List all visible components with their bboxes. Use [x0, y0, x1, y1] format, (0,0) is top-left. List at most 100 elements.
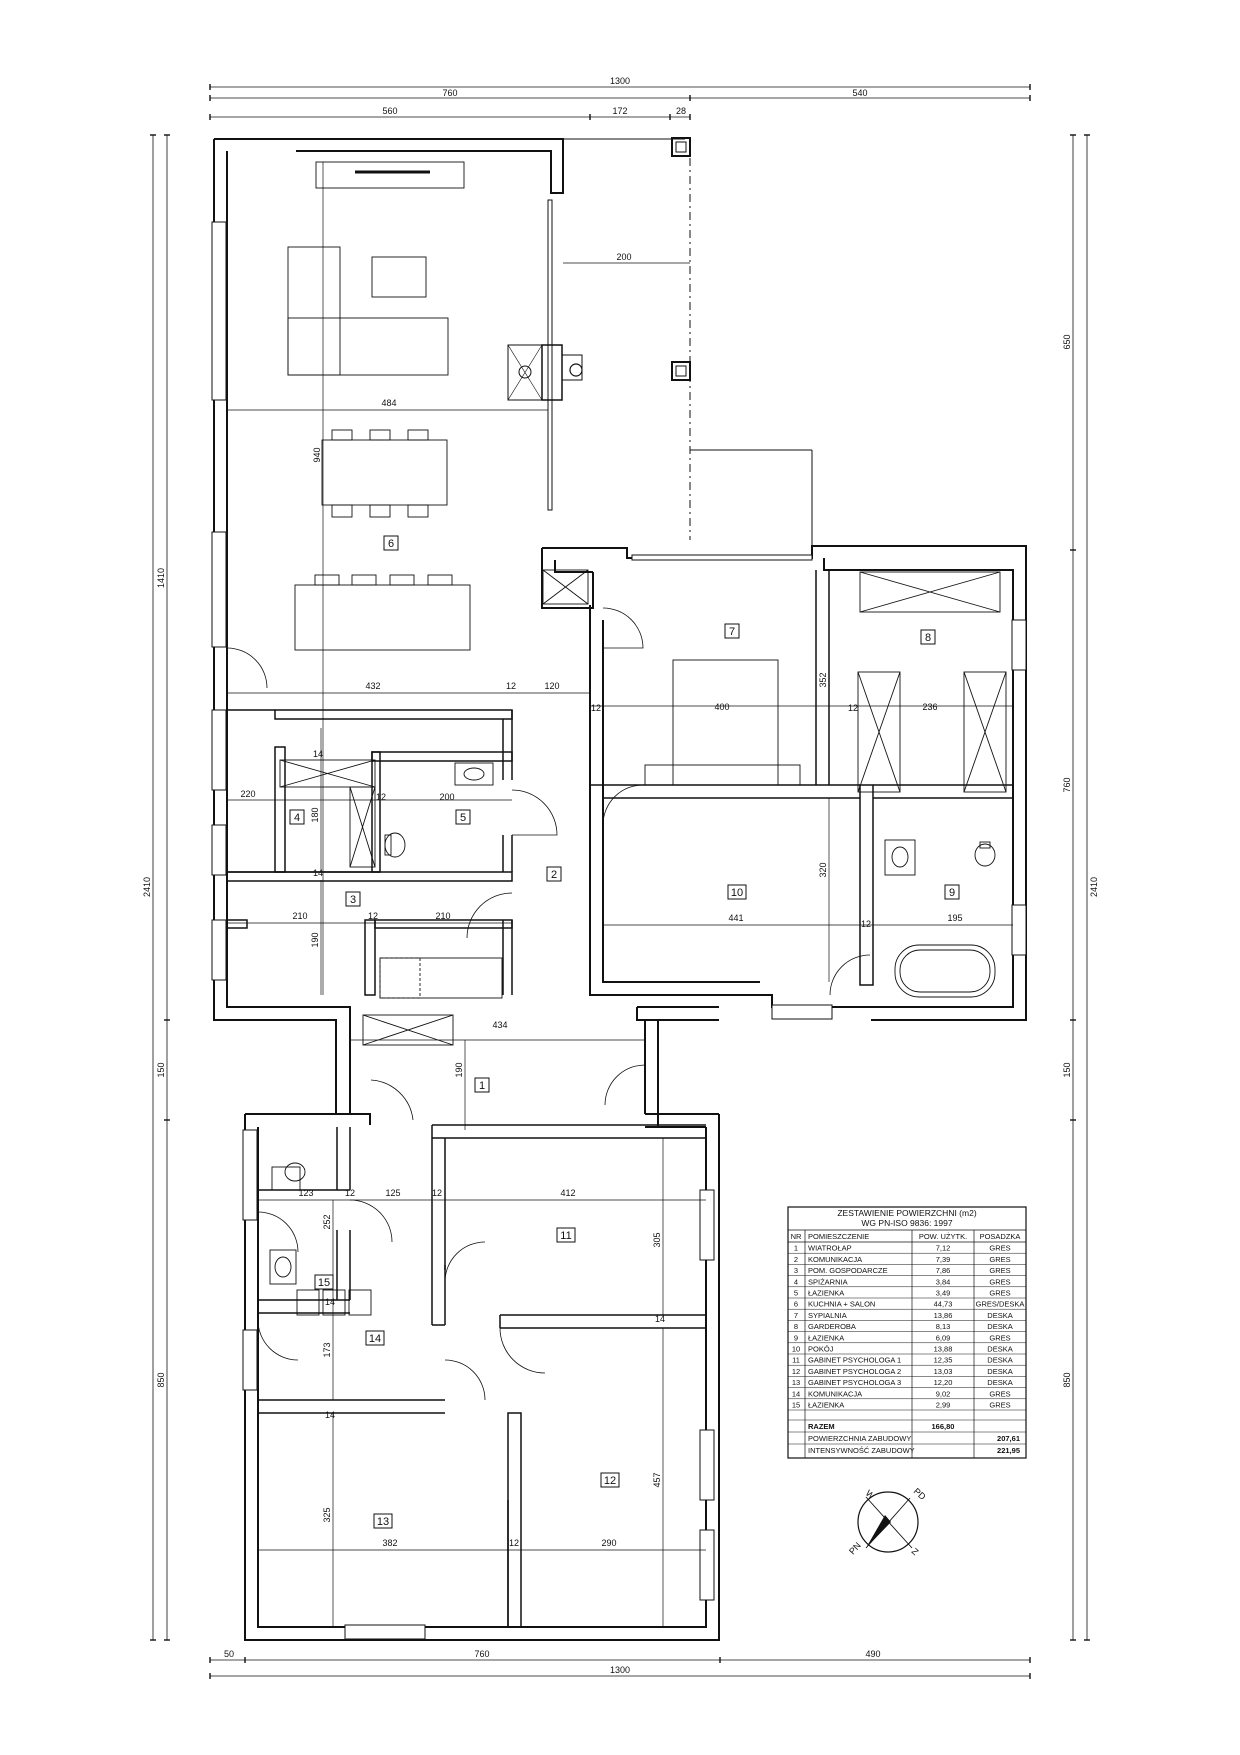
table-cell: DESKA — [987, 1311, 1012, 1320]
table-title: ZESTAWIENIE POWIERZCHNI (m2) — [837, 1208, 976, 1218]
room-label-13: 13 — [373, 1513, 393, 1529]
dim-432: 432 — [365, 681, 380, 691]
svg-text:14: 14 — [369, 1333, 381, 1345]
dim-325: 325 — [322, 1507, 332, 1522]
dim-190a: 190 — [310, 932, 320, 947]
dim-right-150: 150 — [1062, 1062, 1072, 1077]
table-cell: 12,35 — [934, 1356, 953, 1365]
dim-right-650: 650 — [1062, 334, 1072, 349]
table-total-label: RAZEM — [808, 1422, 835, 1431]
table-cell: 7,86 — [936, 1266, 951, 1275]
room-label-8: 8 — [920, 629, 936, 645]
svg-text:7: 7 — [729, 626, 735, 638]
table-cell: GRES — [989, 1389, 1010, 1398]
table-cell: GABINET PSYCHOLOGA 3 — [808, 1378, 901, 1387]
table-cell: 13,86 — [934, 1311, 953, 1320]
dim-120: 120 — [544, 681, 559, 691]
svg-text:15: 15 — [318, 1277, 330, 1289]
dim-200: 200 — [439, 792, 454, 802]
dim-14a: 14 — [313, 749, 323, 759]
dim-190b: 190 — [454, 1062, 464, 1077]
svg-text:13: 13 — [377, 1516, 389, 1528]
svg-text:10: 10 — [731, 887, 743, 899]
table-cell: 8,13 — [936, 1322, 951, 1331]
table-cell: DESKA — [987, 1345, 1012, 1354]
table-cell: GRES — [989, 1333, 1010, 1342]
dim-14e: 14 — [655, 1314, 665, 1324]
dim-236: 236 — [922, 702, 937, 712]
table-cell: 5 — [794, 1289, 798, 1298]
dim-180: 180 — [310, 807, 320, 822]
table-cell: GRES — [989, 1266, 1010, 1275]
room-label-3: 3 — [345, 891, 361, 907]
table-cell: KOMUNIKACJA — [808, 1389, 862, 1398]
table-built-area-value: 207,61 — [997, 1434, 1020, 1443]
table-cell: 13,03 — [934, 1367, 953, 1376]
dim-125: 125 — [385, 1188, 400, 1198]
dim-top-760: 760 — [442, 88, 457, 98]
dim-305: 305 — [652, 1232, 662, 1247]
dim-14b: 14 — [313, 868, 323, 878]
table-cell: 6,09 — [936, 1333, 951, 1342]
dim-457: 457 — [652, 1472, 662, 1487]
compass-needle-icon — [866, 1515, 891, 1548]
svg-text:8: 8 — [925, 632, 931, 644]
table-cell: GABINET PSYCHOLOGA 1 — [808, 1356, 901, 1365]
dim-12e: 12 — [368, 911, 378, 921]
dim-bottom-490: 490 — [865, 1649, 880, 1659]
table-cell: KUCHNIA + SALON — [808, 1300, 875, 1309]
table-cell: ŁAZIENKA — [808, 1333, 844, 1342]
svg-text:11: 11 — [560, 1230, 571, 1242]
dim-bottom-50: 50 — [224, 1649, 234, 1659]
room-label-9: 9 — [944, 884, 960, 900]
table-cell: 9 — [794, 1333, 798, 1342]
dim-left-150: 150 — [156, 1062, 166, 1077]
dim-484: 484 — [381, 398, 396, 408]
table-cell: DESKA — [987, 1378, 1012, 1387]
svg-text:6: 6 — [388, 538, 394, 550]
compass-label-z: Z — [910, 1546, 921, 1557]
table-header-nr: NR — [791, 1232, 802, 1241]
room-label-4: 4 — [289, 809, 305, 825]
dim-412: 412 — [560, 1188, 575, 1198]
windows — [211, 199, 1027, 1640]
dim-12h: 12 — [432, 1188, 442, 1198]
table-header-floor: POSADZKA — [980, 1232, 1021, 1241]
table-cell: 14 — [792, 1389, 800, 1398]
dim-290: 290 — [601, 1538, 616, 1548]
dim-terrace-200: 200 — [616, 252, 631, 262]
dimension-lines — [150, 84, 1090, 1679]
table-cell: 12 — [792, 1367, 800, 1376]
room-label-11: 11 — [556, 1227, 576, 1243]
furniture — [269, 161, 1007, 1316]
dim-173: 173 — [322, 1342, 332, 1357]
compass-ring — [857, 1491, 919, 1553]
table-cell: DESKA — [987, 1356, 1012, 1365]
inner-dimension-lines — [227, 162, 1013, 1627]
door-swings — [226, 607, 871, 1401]
dim-14c: 14 — [325, 1297, 335, 1307]
fireplace — [507, 344, 583, 401]
dim-left-total: 2410 — [142, 877, 152, 897]
table-cell: GABINET PSYCHOLOGA 2 — [808, 1367, 901, 1376]
dim-434: 434 — [492, 1020, 507, 1030]
dim-12f: 12 — [861, 919, 871, 929]
table-cell: 13 — [792, 1378, 800, 1387]
room-label-7: 7 — [724, 623, 740, 639]
table-cell: KOMUNIKACJA — [808, 1255, 862, 1264]
area-table-text: ZESTAWIENIE POWIERZCHNI (m2) WG PN-ISO 9… — [791, 1208, 1025, 1455]
dim-400: 400 — [714, 702, 729, 712]
svg-text:5: 5 — [460, 812, 466, 824]
dim-top-172: 172 — [612, 106, 627, 116]
table-cell: 10 — [792, 1345, 800, 1354]
table-header-area: POW. UŻYTK. — [919, 1232, 967, 1241]
table-cell: 3 — [794, 1266, 798, 1275]
svg-text:4: 4 — [294, 812, 300, 824]
table-cell: 8 — [794, 1322, 798, 1331]
room-label-12: 12 — [600, 1472, 620, 1488]
dim-12g: 12 — [345, 1188, 355, 1198]
table-total-value: 166,80 — [932, 1422, 955, 1431]
dim-14d: 14 — [325, 1410, 335, 1420]
